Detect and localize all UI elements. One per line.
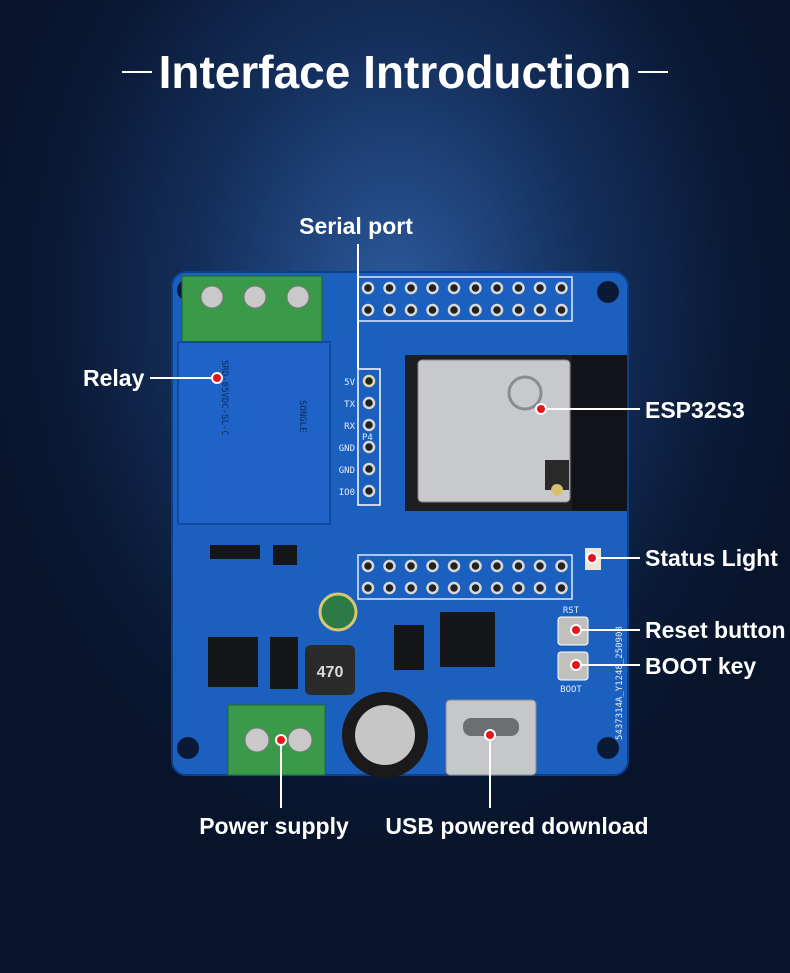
header-pin [490,559,504,573]
esp32-marker [535,403,547,415]
header-pin [512,559,525,573]
reset-marker [570,624,582,636]
header-pin [533,559,547,573]
bottom-pin-header [357,554,573,600]
pin-label: RX [344,422,355,432]
relay-model-text: SRD-05VDC-SL-C [219,360,229,436]
relay-terminal-block [181,275,323,345]
header-pin [469,559,482,573]
components: 470 [208,545,495,695]
header-pin [383,281,396,295]
relay-marker [211,372,223,384]
pin-label: TX [344,400,355,410]
header-pin [447,581,461,595]
header-pin [555,281,568,295]
header-pin [512,281,525,295]
header-pin [426,303,439,317]
header-pin [362,440,376,454]
label-relay: Relay [83,365,145,391]
relay-brand-text: SONGLE [297,400,307,433]
serial-port-header: 5V TX RX GND GND IO0 [339,368,381,506]
header-pin [447,559,461,573]
pin-label: 5V [344,378,355,388]
pin-label: IO0 [339,488,355,498]
page-title: Interface Introduction [159,46,632,98]
header-pin [555,581,568,595]
header-pin [361,559,375,573]
header-pin [404,281,418,295]
header-pin [555,559,568,573]
rst-silk: RST [563,606,580,616]
header-pin [404,303,418,317]
pin-label: GND [339,466,355,476]
pin-label: GND [339,444,355,454]
label-power-supply: Power supply [199,813,349,839]
label-status-light: Status Light [645,545,778,571]
header-pin [362,374,376,388]
header-pin [555,303,568,317]
label-reset-button: Reset button [645,617,786,643]
header-pin [512,303,525,317]
header-pin [361,581,375,595]
inductor-marking: 470 [317,664,344,681]
status-light-marker [586,552,598,564]
label-boot-key: BOOT key [645,653,756,679]
power-marker [275,734,287,746]
header-pin [361,303,375,317]
esp32s3-module [405,355,627,511]
header-pin [490,303,504,317]
header-pin [426,281,439,295]
header-pin [533,581,547,595]
header-pin [447,281,461,295]
callout-lines [150,244,640,808]
relay: SRD-05VDC-SL-C SONGLE [177,341,331,525]
header-pin [512,581,525,595]
header-label: P4 [362,433,373,443]
header-pin [383,581,396,595]
header-pin [533,303,547,317]
header-pin [490,581,504,595]
header-pin [469,281,482,295]
header-pin [383,303,396,317]
header-pin [533,281,547,295]
header-pin [426,581,439,595]
callout-markers [211,372,598,746]
label-usb-download: USB powered download [385,813,648,839]
header-pin [490,281,504,295]
label-serial-port: Serial port [299,213,413,239]
electrolytic-capacitor [342,692,428,778]
header-pin [447,303,461,317]
header-pin [362,396,376,410]
label-esp32s3: ESP32S3 [645,397,745,423]
header-pin [404,581,418,595]
header-pin [362,462,376,476]
serial-number-silk: 5437314A_Y1248_250908 [615,626,625,740]
header-pin [383,559,396,573]
header-pin [426,559,439,573]
usb-marker [484,729,496,741]
boot-marker [570,659,582,671]
header-pin [361,281,375,295]
boot-silk: BOOT [560,685,582,695]
top-pin-header [357,276,573,322]
header-pin [404,559,418,573]
header-pin [469,581,482,595]
header-pin [362,418,376,432]
header-pin [469,303,482,317]
header-pin [362,484,376,498]
